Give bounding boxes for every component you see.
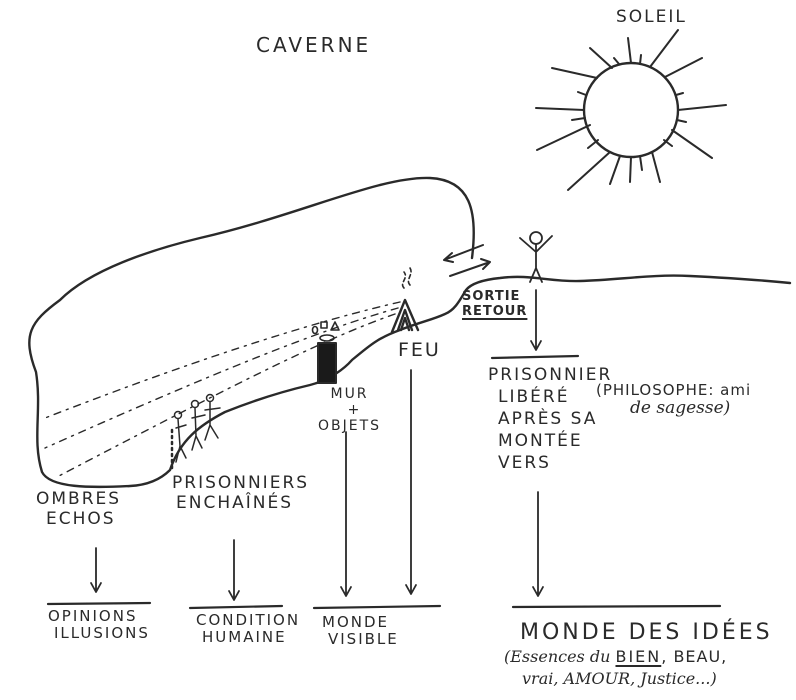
shadows-label-line: OMBRES [36,489,122,509]
prisoners-label: PRISONNIERS ENCHAÎNÉS [172,473,310,513]
prisoners-label-line: ENCHAÎNÉS [176,492,294,513]
outcome-line: ILLUSIONS [54,624,150,643]
arrow-freed-ideas [532,491,544,597]
freed-label-line: MONTÉE [498,431,583,452]
outcome-line: CONDITION [196,611,301,629]
wall-block [317,342,337,384]
ideas-prefix: (Essences du [504,647,616,666]
freed-prisoner-icon [519,231,553,283]
ideas-title: MONDE DES IDÉES [520,620,773,645]
outcome-line: MONDE [322,613,389,631]
freed-label-line: LIBÉRÉ [498,387,570,408]
arrow-prisoners [228,539,240,601]
sun-label: SOLEIL [616,7,687,27]
ideas-essences-line1: (Essences du BIEN, BEAU, [504,647,728,666]
cave-outline [28,176,792,489]
philosopher-annotation: (PHILOSOPHE: ami de sagesse) [596,381,752,419]
exit-arrows-icon [443,244,491,277]
light-ray-2 [44,307,399,449]
ideas-emphasis-bien: BIEN [615,647,662,666]
cave-title: CAVERNE [256,33,372,57]
prisoners-label-line: PRISONNIERS [172,473,310,493]
arrow-freed-down [530,289,542,351]
ideas-essences-line2: vrai, AMOUR, Justice...) [522,669,717,688]
outcome-line: VISIBLE [328,630,399,649]
exit-label-line: RETOUR [462,303,528,319]
bar-visible [312,604,442,610]
annotation-line: (PHILOSOPHE: ami [596,381,752,399]
wall-label-line: + [347,402,362,419]
outcome-condition: CONDITION HUMAINE [196,611,301,647]
outcome-line: OPINIONS [48,607,138,625]
arrow-shadows [90,547,102,593]
bar-opinions [46,601,152,606]
shadows-label-line: ECHOS [46,508,116,529]
chained-prisoners-icon [170,393,221,472]
ideas-suffix: , BEAU, [661,647,728,666]
shadows-label: OMBRES ECHOS [36,489,122,529]
arrow-fire [405,369,417,595]
wall-label: MUR + OBJETS [318,386,381,434]
outcome-opinions: OPINIONS ILLUSIONS [48,607,150,643]
exit-label-line: SORTIE [462,289,521,304]
freed-prisoner-label: PRISONNIER LIBÉRÉ APRÈS SA MONTÉE VERS [488,364,612,474]
freed-label-line: PRISONNIER [488,365,613,385]
freed-label-line: VERS [498,453,551,474]
bar-ideas [511,604,722,609]
arrow-wall [340,431,352,597]
outcome-line: HUMAINE [202,628,287,647]
bar-condition [188,604,284,610]
light-ray-3 [54,313,396,479]
wall-label-line: OBJETS [318,418,382,435]
bar-freed [490,354,580,360]
outcome-visible: MONDE VISIBLE [322,613,399,649]
sun-icon [535,29,727,191]
fire-label: FEU [398,339,441,361]
objects-icon [311,321,340,342]
exit-label: SORTIE RETOUR [462,289,528,320]
wall-label-line: MUR [330,386,369,402]
annotation-line: de sagesse) [630,398,731,419]
freed-label-line: APRÈS SA [498,409,598,430]
fire-icon [390,267,420,334]
